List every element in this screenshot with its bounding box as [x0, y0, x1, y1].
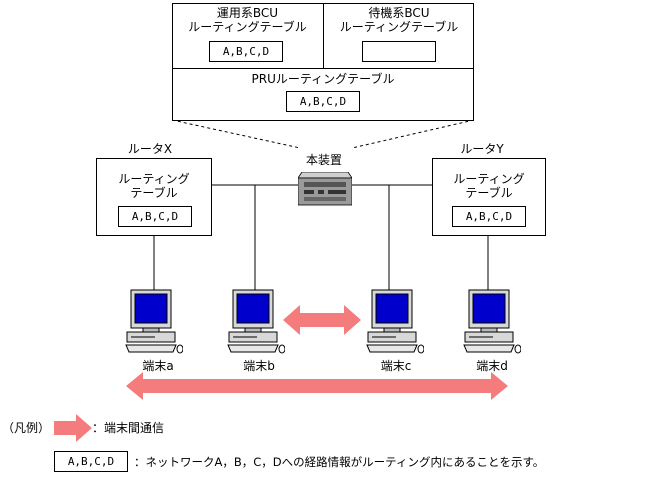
terminal-c-label: 端末c	[380, 359, 412, 373]
router-y-inner-label: ルーティング テーブル	[453, 172, 525, 200]
legend-table-desc: ：ネットワークA，B，C，Dへの経路情報がルーティング内にあることを示す。	[134, 455, 545, 469]
terminal-b-label: 端末b	[243, 359, 275, 373]
arrow-a-d	[126, 372, 508, 400]
pru-table: A,B,C,D	[286, 91, 360, 112]
legend-arrow	[54, 414, 92, 442]
legend-arrow-desc: ：端末間通信	[92, 421, 165, 435]
network-device-icon	[298, 172, 352, 206]
router-x-inner-label: ルーティング テーブル	[118, 172, 190, 200]
pru-title: PRUルーティングテーブル	[251, 72, 395, 86]
device-label: 本装置	[305, 153, 342, 167]
dashed-link-right	[351, 119, 475, 149]
router-y-label: ルータY	[460, 142, 504, 156]
legend-table-sample: A,B,C,D	[54, 451, 128, 472]
router-y-table: A,B,C,D	[452, 206, 526, 227]
legend-title: （凡例）	[2, 421, 51, 435]
terminal-d-label: 端末d	[476, 359, 508, 373]
arrow-b-c	[283, 305, 361, 335]
terminal-b-computer-icon	[227, 289, 285, 355]
active-bcu-table: A,B,C,D	[209, 41, 283, 62]
router-x-label: ルータX	[127, 142, 173, 156]
terminal-a-label: 端末a	[142, 359, 174, 373]
active-bcu-title: 運用系BCU ルーティングテーブル	[188, 6, 307, 34]
standby-bcu-table	[362, 41, 436, 62]
terminal-d-computer-icon	[463, 289, 521, 355]
standby-bcu-title: 待機系BCU ルーティングテーブル	[339, 6, 459, 34]
top-panel-divider-v	[323, 3, 324, 69]
terminal-a-computer-icon	[125, 289, 183, 355]
terminal-c-computer-icon	[366, 289, 424, 355]
dashed-link-left	[171, 119, 301, 149]
router-x-table: A,B,C,D	[118, 206, 192, 227]
